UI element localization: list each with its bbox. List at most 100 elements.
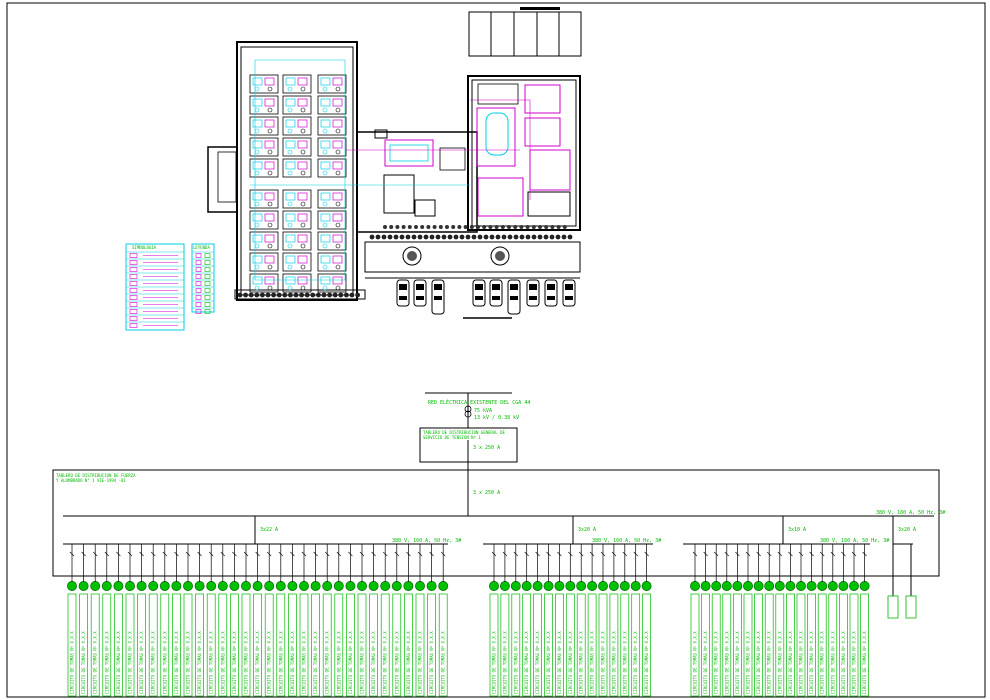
circuit-feeder: CIRCUITO DE TOMAS Nº X.X.X (287, 544, 298, 697)
circuit-label: CIRCUITO DE TOMAS Nº X.X.X (418, 631, 423, 694)
circuit-label-box (357, 593, 367, 697)
legend-title-1: SIMBOLOGIA (132, 245, 157, 250)
circuit-label-box (415, 593, 425, 697)
circuit-label: CIRCUITO DE TOMAS Nº X.X.X (601, 631, 606, 694)
circuit-end-node (206, 581, 217, 591)
bus-3-breaker: 3x10 A (788, 527, 806, 533)
source-label-3: 13 kV / 0.38 kV (474, 415, 519, 421)
circuit-label-box (701, 593, 710, 697)
circuit-label-box (796, 593, 806, 697)
circuit-feeder: CIRCUITO DE TOMAS Nº X.X.X (229, 544, 240, 697)
circuit-end-node (774, 581, 785, 591)
circuit-label: CIRCUITO DE TOMAS Nº X.X.X (767, 631, 772, 694)
circuit-end-node (796, 581, 806, 591)
circuit-end-node (576, 581, 587, 591)
circuit-end-node (101, 581, 112, 591)
circuit-end-node (426, 581, 437, 591)
circuit-label-box (322, 593, 332, 697)
circuit-feeder: CIRCUITO DE TOMAS Nº X.X.X (630, 544, 641, 697)
circuit-end-node (217, 581, 228, 591)
bus-1-breaker: 3x22 A (260, 527, 278, 533)
circuit-end-node (641, 581, 652, 591)
circuit-end-node (310, 581, 321, 591)
circuit-end-node (700, 581, 711, 591)
circuit-feeder: CIRCUITO DE TOMAS Nº X.X.X (113, 544, 124, 697)
circuit-feeder: CIRCUITO DE TOMAS Nº X.X.X (608, 544, 619, 697)
circuit-label: CIRCUITO DE TOMAS Nº X.X.X (693, 631, 698, 694)
circuit-label: CIRCUITO DE TOMAS Nº X.X.X (336, 631, 341, 694)
circuit-label: CIRCUITO DE TOMAS Nº X.X.X (746, 631, 751, 694)
circuit-feeder: CIRCUITO DE TOMAS Nº X.X.X (796, 544, 806, 697)
circuit-end-node (565, 581, 576, 591)
circuit-label-box (807, 593, 816, 697)
circuit-end-node (287, 581, 298, 591)
circuit-feeder: CIRCUITO DE TOMAS Nº X.X.X (521, 544, 532, 697)
circuit-end-node (333, 581, 344, 591)
circuit-label: CIRCUITO DE TOMAS Nº X.X.X (441, 631, 446, 694)
circuit-feeder: CIRCUITO DE TOMAS Nº X.X.X (380, 544, 391, 697)
circuit-label: CIRCUITO DE TOMAS Nº X.X.X (394, 631, 399, 694)
circuit-feeder: CIRCUITO DE TOMAS Nº X.X.X (532, 544, 543, 697)
circuit-end-node (90, 581, 101, 591)
circuit-label-box (253, 593, 262, 697)
circuit-feeder: CIRCUITO DE TOMAS Nº X.X.X (415, 544, 425, 697)
circuit-label-box (576, 593, 586, 697)
circuit-end-node (136, 581, 147, 591)
circuit-label: CIRCUITO DE TOMAS Nº X.X.X (820, 631, 825, 694)
circuit-label-box (544, 593, 553, 697)
circuit-feeder: CIRCUITO DE TOMAS Nº X.X.X (241, 544, 251, 697)
circuit-label: CIRCUITO DE TOMAS Nº X.X.X (492, 631, 497, 694)
circuit-feeder: CIRCUITO DE TOMAS Nº X.X.X (510, 544, 521, 697)
title-block (468, 7, 582, 57)
circuit-label-box (172, 593, 181, 697)
circuit-end-node (489, 581, 499, 591)
circuit-feeder: CIRCUITO DE TOMAS Nº X.X.X (641, 544, 652, 697)
circuit-feeder: CIRCUITO DE TOMAS Nº X.X.X (489, 544, 499, 697)
bus-3-rating: 380 V, 160 A, 50 Hz, 3# (820, 538, 889, 544)
circuit-end-node (743, 581, 753, 591)
circuit-feeder: CIRCUITO DE TOMAS Nº X.X.X (217, 544, 228, 697)
circuit-end-node (838, 581, 849, 591)
circuit-label: CIRCUITO DE TOMAS Nº X.X.X (622, 631, 627, 694)
circuit-end-node (630, 581, 641, 591)
circuit-end-node (148, 581, 159, 591)
circuit-label: CIRCUITO DE TOMAS Nº X.X.X (633, 631, 638, 694)
circuit-label: CIRCUITO DE TOMAS Nº X.X.X (151, 631, 156, 694)
circuit-feeder: CIRCUITO DE TOMAS Nº X.X.X (764, 544, 775, 697)
single-line-diagram: RED ELÉCTRICA EXISTENTE DEL CGA 44 75 kV… (52, 392, 945, 697)
circuit-feeder: CIRCUITO DE TOMAS Nº X.X.X (171, 544, 182, 697)
circuit-feeder: CIRCUITO DE TOMAS Nº X.X.X (391, 544, 402, 697)
circuit-label: CIRCUITO DE TOMAS Nº X.X.X (502, 631, 507, 694)
circuit-end-node (183, 581, 193, 591)
circuit-end-node (690, 581, 700, 591)
circuit-feeder: CIRCUITO DE TOMAS Nº X.X.X (357, 544, 367, 697)
circuit-feeder: CIRCUITO DE TOMAS Nº X.X.X (183, 544, 193, 697)
circuit-label: CIRCUITO DE TOMAS Nº X.X.X (568, 631, 573, 694)
circuit-feeder: CIRCUITO DE TOMAS Nº X.X.X (711, 544, 722, 697)
circuit-feeder: CIRCUITO DE TOMAS Nº X.X.X (619, 544, 630, 697)
circuit-label: CIRCUITO DE TOMAS Nº X.X.X (557, 631, 562, 694)
circuit-feeder: CIRCUITO DE TOMAS Nº X.X.X (817, 544, 828, 697)
circuit-label-box (125, 593, 135, 697)
circuit-label-box (334, 593, 344, 697)
circuit-label: CIRCUITO DE TOMAS Nº X.X.X (714, 631, 719, 694)
circuit-feeder: CIRCUITO DE TOMAS Nº X.X.X (252, 544, 263, 697)
circuit-feeder: CIRCUITO DE TOMAS Nº X.X.X (67, 544, 77, 697)
circuit-label-box (587, 593, 597, 697)
circuit-end-node (380, 581, 391, 591)
circuit-label-box (764, 593, 774, 697)
circuit-label-box (102, 593, 112, 697)
circuit-label-box (817, 593, 827, 697)
circuit-label: CIRCUITO DE TOMAS Nº X.X.X (524, 631, 529, 694)
circuit-feeder: CIRCUITO DE TOMAS Nº X.X.X (576, 544, 587, 697)
circuit-label: CIRCUITO DE TOMAS Nº X.X.X (197, 631, 202, 694)
circuit-label-box (743, 593, 753, 697)
circuit-feeder: CIRCUITO DE TOMAS Nº X.X.X (275, 544, 286, 697)
floor-plan (207, 41, 581, 319)
circuit-label-box (404, 593, 413, 697)
circuit-label: CIRCUITO DE TOMAS Nº X.X.X (255, 631, 260, 694)
circuit-feeder: CIRCUITO DE TOMAS Nº X.X.X (264, 544, 275, 697)
circuit-feeder: CIRCUITO DE TOMAS Nº X.X.X (849, 544, 859, 697)
main-breaker-label: 3 x 250 A (473, 490, 500, 496)
